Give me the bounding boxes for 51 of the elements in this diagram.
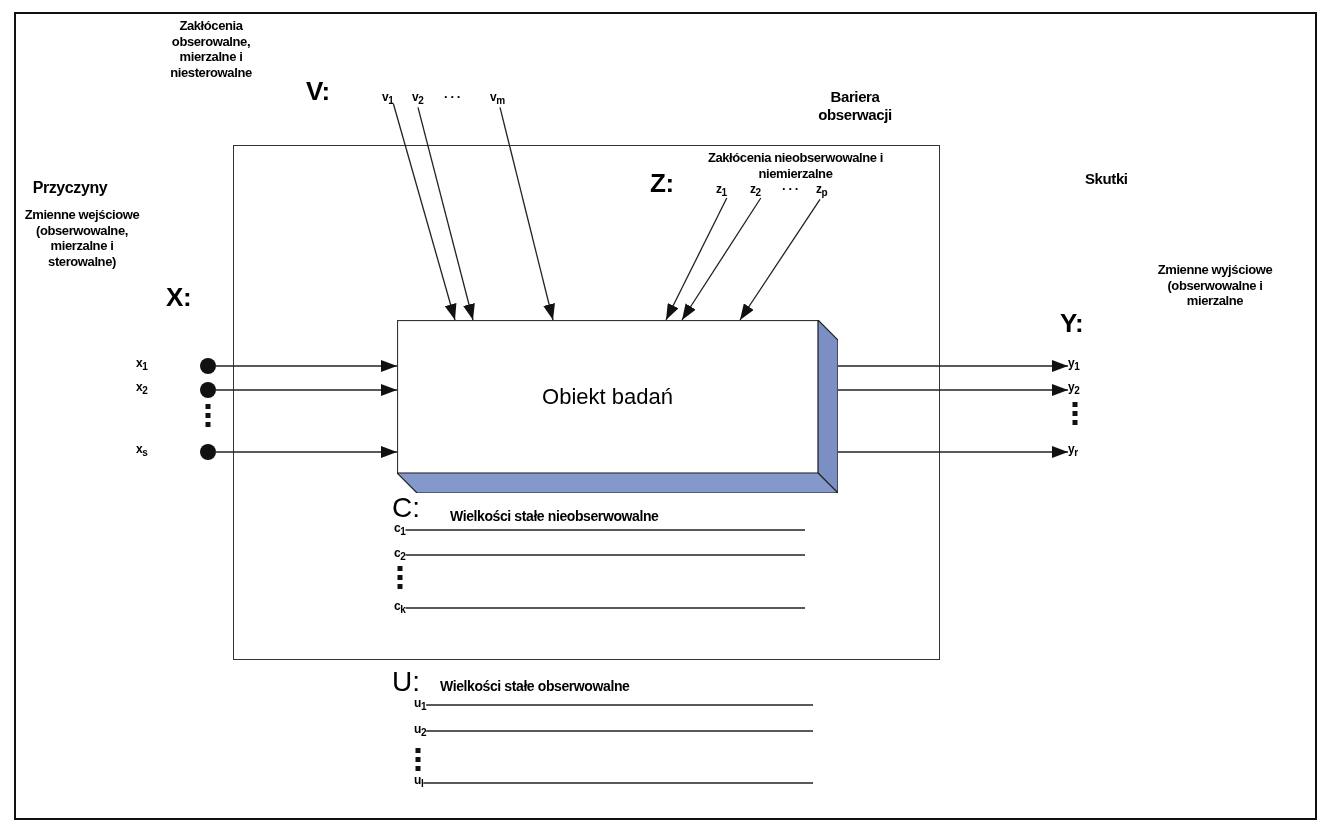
variable-label: x$_{1}$ [136, 356, 148, 373]
arrow [392, 103, 457, 321]
ellipsis-text: . . . [444, 86, 461, 102]
arrow [215, 384, 398, 396]
variable-label: u$_{1}$ [414, 696, 427, 714]
variable-label: c$_{k}$ [394, 599, 406, 617]
arrow [837, 360, 1069, 372]
variable-label: u$_{l}$ [414, 773, 424, 791]
description-text: Zmienne wyjściowe (obserwowalne i mierzalne [1156, 262, 1274, 309]
line [404, 607, 806, 609]
arrow [499, 106, 555, 321]
arrow [215, 446, 398, 458]
variable-group-symbol: V: [306, 78, 330, 104]
line [425, 730, 814, 732]
arrow [837, 384, 1069, 396]
heading-text: Przyczyny [31, 178, 109, 198]
variable-group-symbol: Y: [1060, 310, 1084, 336]
variable-label: u$_{2}$ [414, 722, 427, 740]
variable-group-symbol: Z: [650, 170, 674, 196]
variable-label: y$_{1}$ [1068, 356, 1080, 374]
description-text: Zakłócenia obserowalne, mierzalne i niesterowalne [169, 18, 253, 81]
variable-label: y$_{2}$ [1068, 380, 1080, 398]
arrow [739, 198, 821, 321]
description-text: Wielkości stałe nieobserwowalne [450, 508, 659, 525]
variable-label: y$_{r}$ [1068, 442, 1078, 460]
description-text: Wielkości stałe obserwowalne [440, 678, 630, 695]
variable-group-symbol: U: [392, 668, 420, 696]
variable-label: c$_{1}$ [394, 521, 406, 539]
variable-label: v$_{1}$ [382, 90, 394, 108]
arrow [215, 360, 398, 372]
description-text: Zmienne wejściowe (obserwowalne, mierzalne i sterowalne) [23, 207, 141, 270]
variable-label: z$_{2}$ [750, 182, 761, 200]
variable-group-symbol: C: [392, 494, 420, 522]
variable-group-symbol: X: [166, 284, 192, 310]
line [404, 529, 806, 531]
variable-label: x$_{2}$ [136, 380, 148, 397]
arrow [417, 106, 475, 321]
line [422, 782, 814, 784]
variable-label: z$_{1}$ [716, 182, 727, 200]
line [404, 554, 806, 556]
arrow [665, 197, 728, 321]
heading-text: Skutki [1085, 170, 1128, 188]
barrier-heading: Bariera obserwacji [817, 88, 893, 124]
variable-label: v$_{2}$ [412, 90, 424, 108]
arrow [681, 197, 762, 321]
variable-label: v$_{m}$ [490, 90, 505, 108]
line [425, 704, 814, 706]
arrow [837, 446, 1069, 458]
variable-label: x$_{s}$ [136, 442, 148, 459]
variable-label: z$_{p}$ [816, 182, 828, 200]
variable-label: c$_{2}$ [394, 546, 406, 564]
